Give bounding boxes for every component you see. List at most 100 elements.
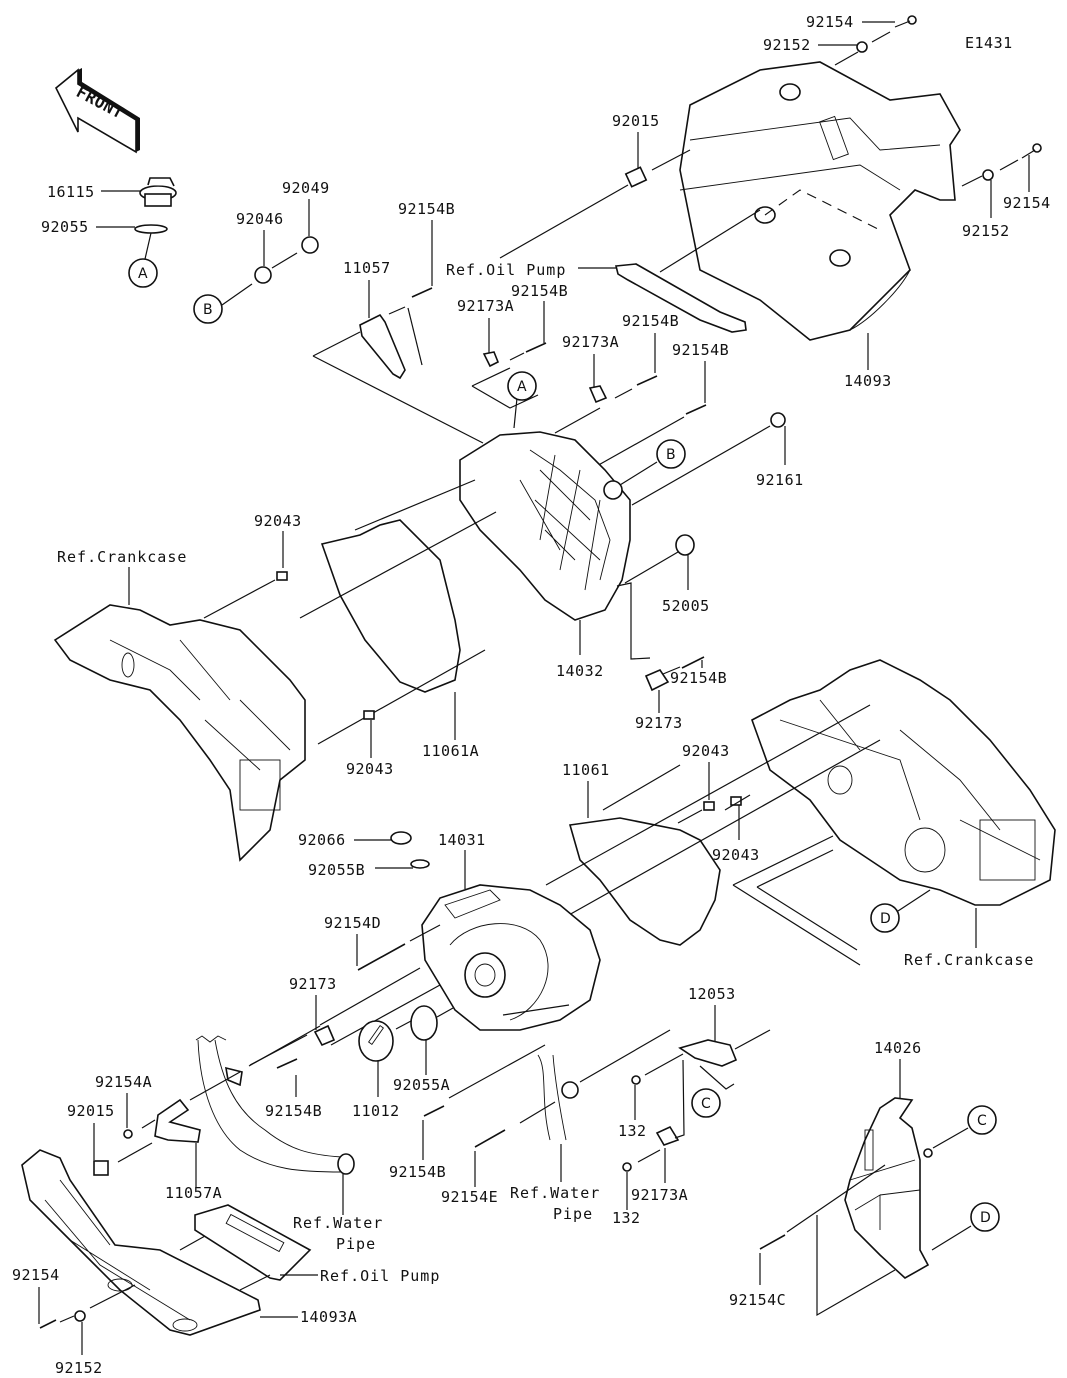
svg-text:D: D (980, 1210, 991, 1226)
label-92055A: 92055A (393, 1076, 450, 1094)
bolt-132-a (631, 1075, 641, 1085)
generator-cover-14031 (421, 884, 601, 1031)
label-92152-right: 92152 (962, 222, 1010, 240)
label-92154B-5: 92154B (670, 669, 727, 687)
label-92173-lower: 92173 (289, 975, 337, 993)
ref-water-pipe-left-2: Pipe (336, 1235, 376, 1253)
label-14093A: 14093A (300, 1308, 357, 1326)
label-92055B: 92055B (308, 861, 365, 879)
bolt-92154B-3 (636, 375, 658, 386)
clutch-cover-14032 (459, 431, 631, 621)
label-92154B-3: 92154B (622, 312, 679, 330)
label-92173: 92173 (635, 714, 683, 732)
gasket-11061 (568, 817, 721, 946)
dowel-92043-a (276, 571, 288, 581)
oil-filler-cap-16115 (139, 177, 177, 207)
seal-52005 (675, 534, 695, 556)
label-11057: 11057 (343, 259, 391, 277)
label-92154B-6: 92154B (265, 1102, 322, 1120)
bracket-11057 (359, 313, 406, 380)
diagram-code: E1431 (965, 34, 1013, 52)
oil-pump-bracket (614, 263, 747, 333)
ref-water-pipe-left-1: Ref.Water (293, 1214, 383, 1232)
dowel-92043-c (703, 801, 715, 811)
washer-92152-top (856, 41, 868, 53)
label-92173A-1: 92173A (457, 297, 514, 315)
label-12053: 12053 (688, 985, 736, 1003)
front-arrow-icon: FRONT (54, 68, 140, 154)
label-92043-d: 92043 (712, 846, 760, 864)
seal-92046 (254, 266, 272, 284)
callout-B-center: B (656, 439, 686, 469)
collar-92015-top (624, 166, 648, 188)
label-92154D: 92154D (324, 914, 381, 932)
clamp-92173A-3 (655, 1125, 680, 1146)
label-92154E: 92154E (441, 1188, 498, 1206)
callout-D-right: D (970, 1202, 1000, 1232)
label-92015-top: 92015 (612, 112, 660, 130)
label-92043-b: 92043 (346, 760, 394, 778)
label-92015-bottom: 92015 (67, 1102, 115, 1120)
bolt-92154-bottom (39, 1319, 57, 1329)
label-92055: 92055 (41, 218, 89, 236)
label-92152-top: 92152 (763, 36, 811, 54)
clamp-92173 (644, 669, 670, 692)
washer-92152-bottom (74, 1310, 86, 1322)
svg-text:C: C (701, 1096, 711, 1112)
callout-B-left: B (193, 294, 223, 324)
label-92043-a: 92043 (254, 512, 302, 530)
o-ring-92055A (410, 1005, 438, 1041)
oil-pump-plate (194, 1204, 312, 1281)
label-92066: 92066 (298, 831, 346, 849)
label-14026: 14026 (874, 1039, 922, 1057)
dowel-92043-b (363, 710, 375, 720)
bolt-92154D (357, 943, 406, 971)
seal-92161 (770, 412, 786, 428)
washer-92152-right (982, 169, 994, 181)
svg-text:A: A (138, 266, 148, 282)
crankcase-left (53, 604, 306, 862)
svg-text:C: C (977, 1113, 987, 1129)
plug-92066 (390, 831, 412, 845)
label-92161: 92161 (756, 471, 804, 489)
o-ring-92055 (134, 224, 168, 234)
ref-crankcase-left: Ref.Crankcase (57, 548, 187, 566)
water-pipe-left (337, 1153, 355, 1175)
label-11061A: 11061A (422, 742, 479, 760)
ref-crankcase-right: Ref.Crankcase (904, 951, 1034, 969)
gasket-11061A (320, 519, 461, 693)
callout-C-center: C (691, 1088, 721, 1118)
label-92154B-7: 92154B (389, 1163, 446, 1181)
label-52005: 52005 (662, 597, 710, 615)
plate-12053 (678, 1039, 738, 1067)
ref-water-pipe-center-1: Ref.Water (510, 1184, 600, 1202)
crankcase-right (751, 659, 1056, 906)
label-132-b: 132 (612, 1209, 641, 1227)
cap-11012 (358, 1020, 394, 1062)
o-ring-92055B (410, 859, 430, 869)
water-pipe-center (561, 1081, 579, 1099)
label-16115: 16115 (47, 183, 95, 201)
bolt-92154B-7 (423, 1105, 445, 1117)
bolt-92154B-2 (525, 342, 547, 353)
bolt-92154B-4 (685, 404, 707, 415)
callout-A-center: A (507, 371, 537, 401)
label-14093: 14093 (844, 372, 892, 390)
label-11057A: 11057A (165, 1184, 222, 1202)
label-92154-right: 92154 (1003, 194, 1051, 212)
clamp-92173A-2 (588, 385, 608, 404)
bolt-92154A (123, 1129, 133, 1139)
label-92049: 92049 (282, 179, 330, 197)
bolt-92154-top (894, 15, 917, 28)
label-92152-bottom: 92152 (55, 1359, 103, 1377)
cover-14093 (679, 61, 961, 341)
bracket-11057A (154, 1098, 201, 1143)
ref-oil-pump-bottom: Ref.Oil Pump (320, 1267, 440, 1285)
svg-text:B: B (203, 302, 213, 318)
bolt-92154B-1 (411, 287, 433, 298)
label-132-a: 132 (618, 1122, 647, 1140)
label-92154C: 92154C (729, 1291, 786, 1309)
bolt-132-b (622, 1162, 632, 1172)
